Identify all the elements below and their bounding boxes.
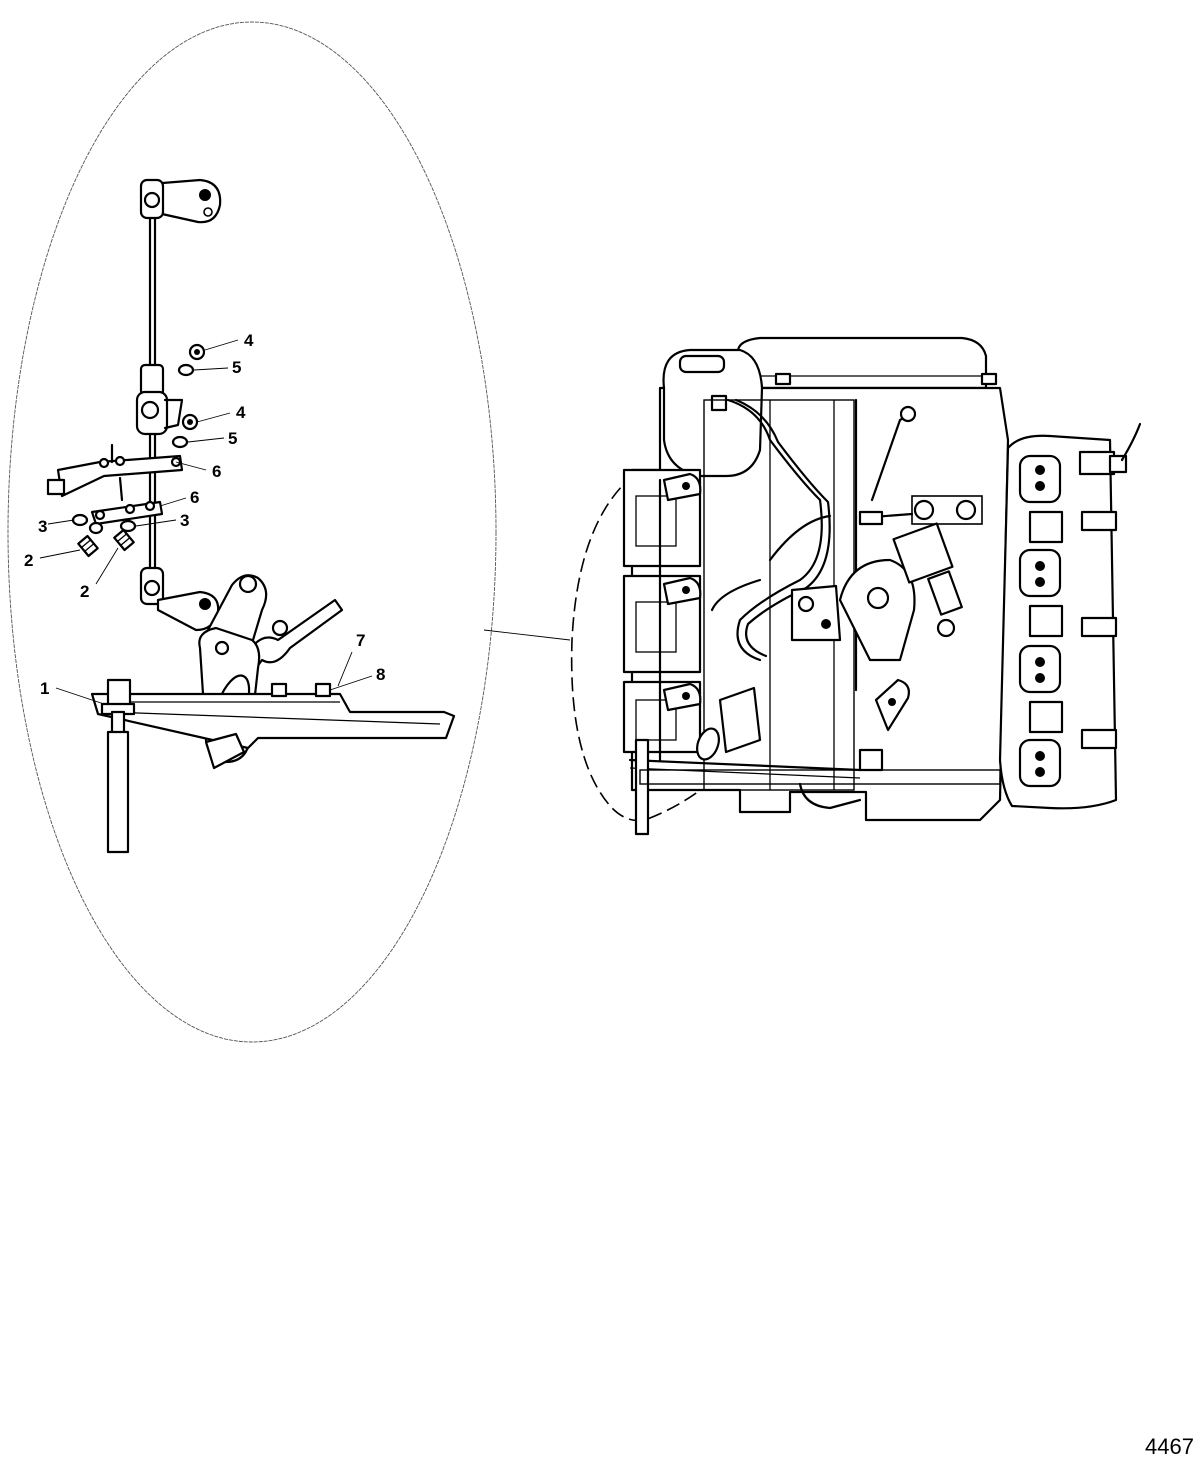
highlight-dashed-oval: [570, 473, 723, 822]
link-brackets: [46, 443, 184, 526]
detail-oval: [7, 21, 497, 1043]
callout-label: 6: [190, 488, 199, 507]
callout-label: 4: [244, 331, 254, 350]
callout-label: 5: [228, 429, 237, 448]
callout-label: 1: [40, 679, 49, 698]
callout-label: 8: [376, 665, 385, 684]
callout-label: 7: [356, 631, 365, 650]
throttle-cam-assembly: [90, 574, 456, 854]
engine-assembly: [570, 336, 1142, 836]
callout-label: 2: [80, 582, 89, 601]
callout-label: 2: [24, 551, 33, 570]
callout-label: 6: [212, 462, 221, 481]
callout-labels: 4 5 4 5 6 6 3 3 2 2 7 8 1: [24, 331, 385, 698]
detail-connector-line: [483, 629, 571, 641]
callout-label: 4: [236, 403, 246, 422]
figure-number: 4467: [1145, 1434, 1194, 1459]
linkage-rod-assembly: [135, 178, 222, 632]
callout-leaders: [39, 339, 373, 705]
callout-label: 5: [232, 358, 241, 377]
callout-label: 3: [38, 517, 47, 536]
callout-label: 3: [180, 511, 189, 530]
